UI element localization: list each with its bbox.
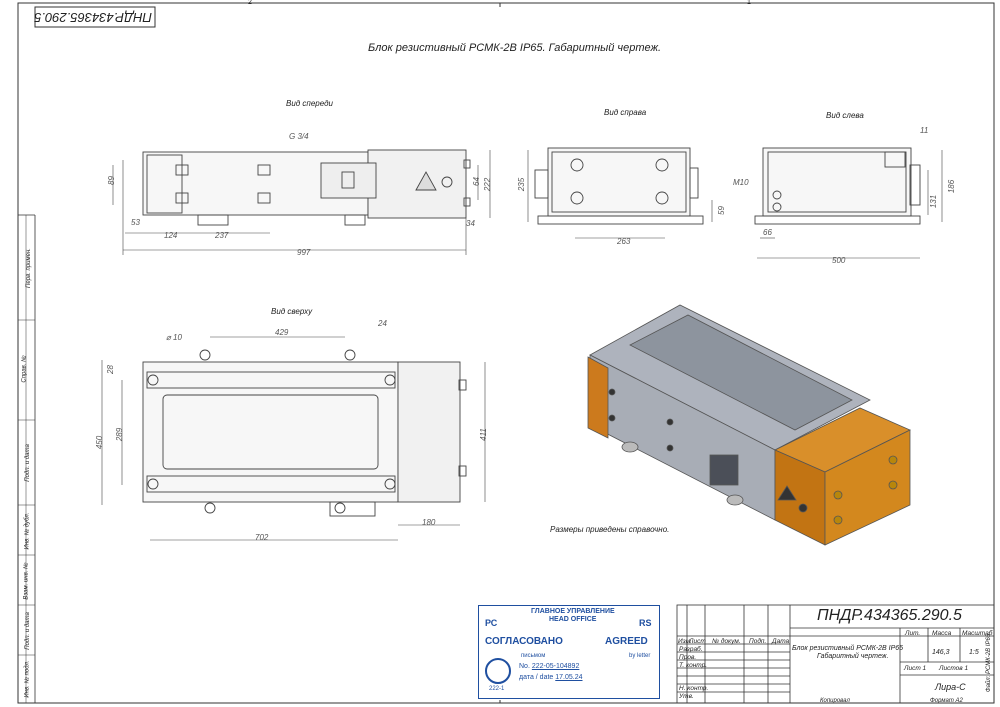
tb-role: Утв. <box>679 693 694 700</box>
tb-sheets: Листов 1 <box>939 665 969 672</box>
right-view <box>527 147 713 239</box>
side-label: Справ. № <box>21 355 28 383</box>
dim-label: 28 <box>105 365 115 374</box>
tb-role: Пров. <box>679 654 697 661</box>
tb-lit-label: Лит. <box>905 630 921 637</box>
tb-header: № докум. <box>712 638 741 645</box>
tb-company: Лира-С <box>935 682 966 692</box>
dim-label: 34 <box>466 219 475 228</box>
stamp-emblem <box>485 658 511 684</box>
tb-role: Т. контр. <box>679 662 708 669</box>
copied-label: Копировал <box>820 698 850 704</box>
dim-label: 89 <box>106 176 116 185</box>
tb-header: Дата <box>772 638 790 645</box>
side-label: Инв. № дубл. <box>24 512 31 550</box>
side-label: Инв. № подл. <box>24 660 31 698</box>
iso-view <box>587 304 911 546</box>
tb-role: Н. контр. <box>679 685 709 692</box>
file-label: Файл: РСМК-2В IP65 <box>986 633 993 693</box>
zone-number-1: 1 <box>747 0 751 6</box>
dim-label: 289 <box>115 427 125 442</box>
drawing-title: Блок резистивный РСМК-2В IP65. Габаритны… <box>368 42 662 54</box>
dim-label: 263 <box>617 237 631 246</box>
dim-label: 702 <box>255 533 269 542</box>
tb-header: Подп. <box>749 638 767 645</box>
dim-label: 180 <box>422 518 436 527</box>
dim-label: 186 <box>947 179 957 194</box>
stamp-no-label: No. <box>519 663 530 670</box>
tb-header: Лист <box>689 638 706 645</box>
dim-label: 237 <box>215 231 229 240</box>
side-label: Подп. и дата <box>24 444 31 482</box>
dim-label: 411 <box>478 428 488 441</box>
front-view <box>112 149 491 255</box>
tb-mass-label: Масса <box>932 630 952 637</box>
format-label: Формат A2 <box>930 698 963 704</box>
tb-doc-number: ПНДР.434365.290.5 <box>817 607 962 624</box>
zone-number-2: 2 <box>248 0 252 6</box>
tb-sheet: Лист 1 <box>904 665 927 672</box>
dim-label: ⌀ 10 <box>166 333 182 342</box>
dim-label: 64 <box>471 177 481 186</box>
stamp-date-label: дата / date <box>519 674 554 681</box>
dim-label: 450 <box>95 435 105 450</box>
top-doc-number: ПНДР.434365.290.5 <box>34 10 152 25</box>
stamp-no-value: 222-05-104892 <box>531 663 580 670</box>
approval-stamp: ГЛАВНОЕ УПРАВЛЕНИЕ HEAD OFFICE РС RS СОГ… <box>478 605 660 699</box>
view-label-top: Вид сверху <box>271 307 313 316</box>
tb-header: Изм. <box>678 638 692 645</box>
side-label: Взам. инв. № <box>23 562 30 600</box>
dim-label: 222 <box>483 177 493 192</box>
tb-role: Разраб. <box>679 646 703 653</box>
dim-label: 429 <box>275 328 289 337</box>
view-label-left: Вид слева <box>826 111 864 120</box>
outer-frame <box>17 2 995 704</box>
note: Размеры приведены справочно. <box>550 525 670 534</box>
dim-label: 59 <box>716 206 726 215</box>
tb-name-1: Блок резистивный РСМК-2В IP65 <box>792 645 904 652</box>
tb-name-2: Габаритный чертеж. <box>817 653 889 660</box>
side-label: Перв. примен. <box>25 248 32 288</box>
tb-scale-label: Масштаб <box>962 630 993 637</box>
dim-label: 500 <box>832 256 846 265</box>
dim-label: 11 <box>920 126 929 135</box>
title-block-grid <box>676 604 995 704</box>
dim-label: M10 <box>733 178 749 187</box>
title-block: ПНДР.434365.290.5 Блок резистивный РСМК-… <box>677 605 997 703</box>
view-label-right: Вид справа <box>604 108 647 117</box>
dim-label: 66 <box>763 228 772 237</box>
top-view <box>101 336 486 541</box>
tb-mass-value: 146,3 <box>932 649 950 656</box>
dim-label: 53 <box>131 218 140 227</box>
dim-label: 131 <box>929 194 939 209</box>
dim-label: 24 <box>378 319 387 328</box>
tb-scale-value: 1:5 <box>969 649 979 656</box>
dim-label: 124 <box>164 231 178 240</box>
dim-label: 997 <box>297 248 311 257</box>
left-view <box>754 147 943 259</box>
side-label: Подп. и дата <box>24 612 31 650</box>
view-label-front: Вид спереди <box>286 99 333 108</box>
dim-label: G 3/4 <box>289 132 309 141</box>
stamp-date-value: 17.05.24 <box>555 674 583 681</box>
dim-label: 235 <box>517 177 527 192</box>
